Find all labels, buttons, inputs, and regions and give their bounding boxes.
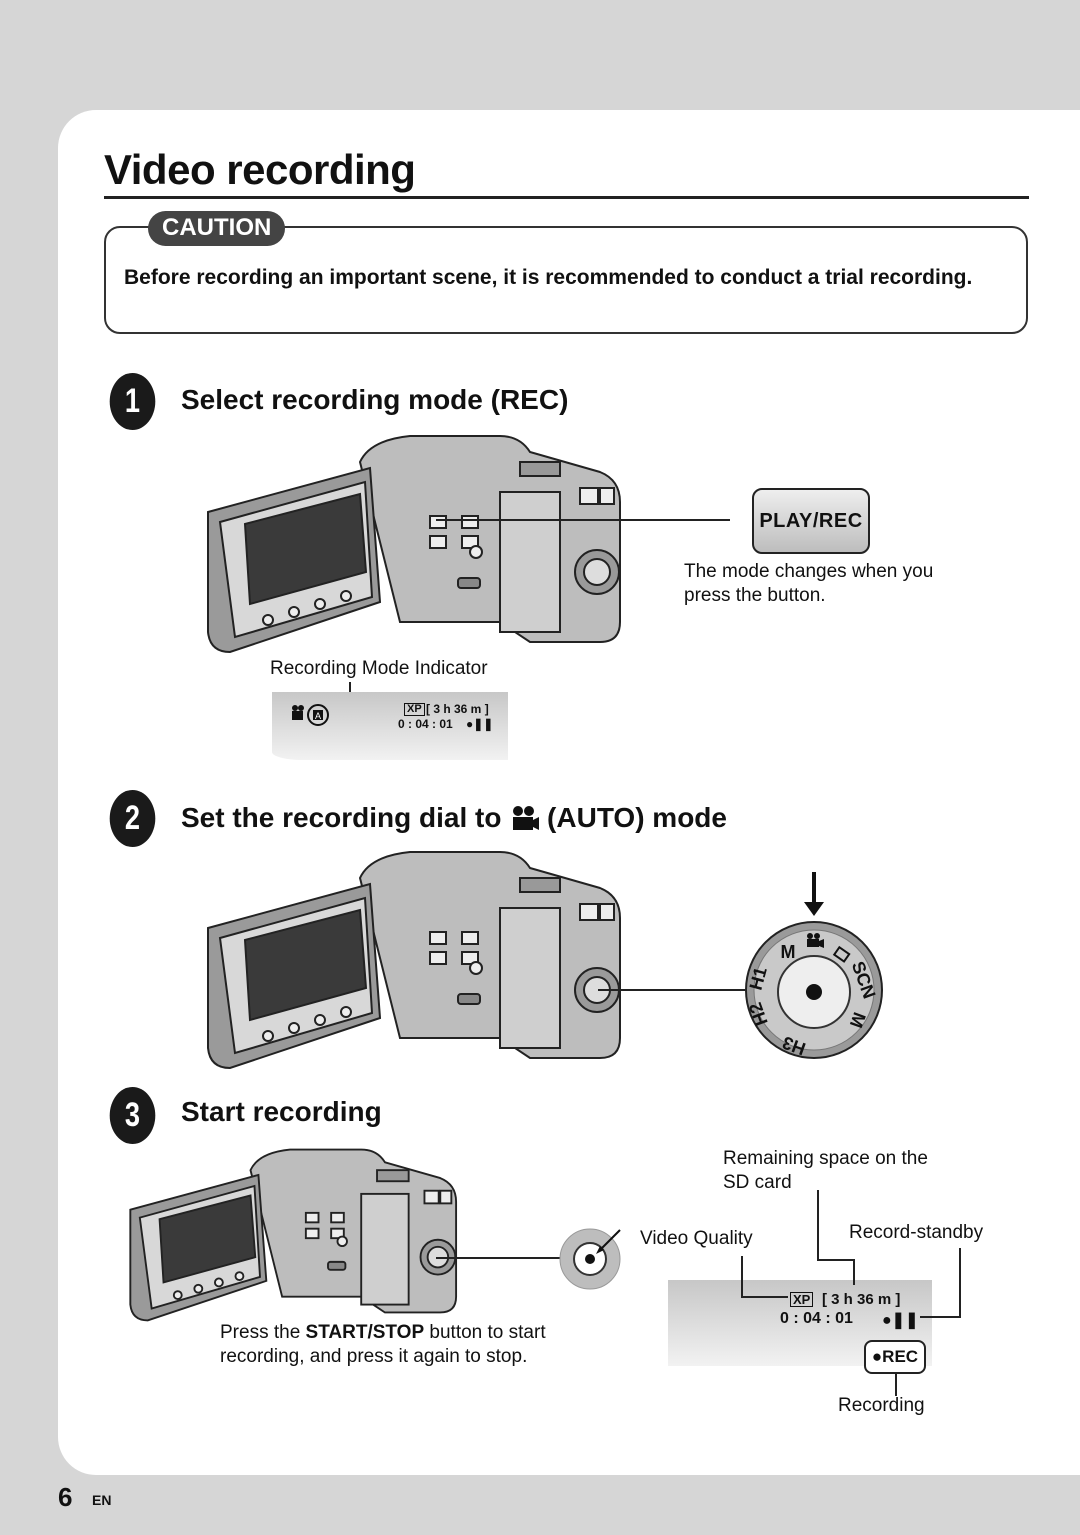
- title-rule: [104, 196, 1029, 199]
- lcd1-time: 0 : 04 : 01: [398, 717, 453, 731]
- step-2-title-after: (AUTO) mode: [547, 802, 727, 833]
- step-1-number: 1: [109, 373, 156, 430]
- dial-label-m2: M: [846, 1010, 870, 1031]
- record-standby-label: Record-standby: [849, 1222, 984, 1243]
- remaining-space-label: Remaining space on the SD card: [723, 1148, 928, 1193]
- video-quality-label: Video Quality: [640, 1228, 753, 1249]
- mode-change-note: The mode changes when you press the butt…: [684, 561, 934, 606]
- start-stop-instruction: Press the START/STOP button to start rec…: [220, 1322, 546, 1367]
- camera-mode-dial-icon: [832, 945, 851, 963]
- lcd3-standby-icon: ●❚❚: [882, 1312, 919, 1329]
- caution-badge: CAUTION: [148, 211, 286, 246]
- step-3-number: 3: [109, 1087, 156, 1144]
- start-stop-button[interactable]: [558, 1226, 628, 1292]
- step-2-number: 2: [109, 790, 156, 847]
- lcd3-remaining: [ 3 h 36 m ]: [822, 1291, 901, 1308]
- caution-box: [104, 226, 1028, 334]
- page-language: EN: [92, 1492, 112, 1508]
- rec-badge: ●REC: [864, 1340, 926, 1374]
- camera-mode-icon: A: [292, 704, 329, 726]
- recording-label: Recording: [838, 1395, 925, 1416]
- lcd1-remaining: [ 3 h 36 m ]: [426, 702, 489, 716]
- play-rec-button[interactable]: PLAY/REC: [752, 488, 870, 554]
- page-title: Video recording: [104, 146, 416, 193]
- lcd-preview-1: A XP [ 3 h 36 m ] 0 : 04 : 01 ●❚❚: [272, 692, 508, 760]
- recording-dial[interactable]: M SCN M H3 H2 H1: [740, 872, 890, 1059]
- movie-camera-icon: [513, 806, 540, 830]
- camcorder-illustration-1: [207, 435, 730, 654]
- caution-text: Before recording an important scene, it …: [124, 266, 973, 289]
- recording-mode-indicator-label: Recording Mode Indicator: [270, 658, 488, 679]
- lcd1-quality: XP: [404, 703, 425, 716]
- lcd1-standby-icon: ●❚❚: [466, 717, 494, 731]
- lcd3-time: 0 : 04 : 01: [780, 1310, 853, 1327]
- camcorder-illustration-3: [129, 1148, 458, 1322]
- step-1-title: Select recording mode (REC): [181, 384, 569, 415]
- svg-text:A: A: [315, 711, 321, 721]
- step3-callout-lines: [741, 1190, 961, 1396]
- auto-mode-icon: [807, 933, 824, 948]
- start-stop-pointer-line: [436, 1257, 566, 1259]
- step-2-title-before: Set the recording dial to: [181, 802, 502, 833]
- step-2-title: Set the recording dial to (AUTO) mode: [181, 801, 727, 834]
- lcd3-quality: XP: [790, 1292, 814, 1307]
- step-3-title: Start recording: [181, 1096, 382, 1127]
- page-number: 6: [58, 1482, 73, 1512]
- dial-label-m1: M: [781, 942, 796, 962]
- camcorder-illustration-2: [207, 851, 745, 1070]
